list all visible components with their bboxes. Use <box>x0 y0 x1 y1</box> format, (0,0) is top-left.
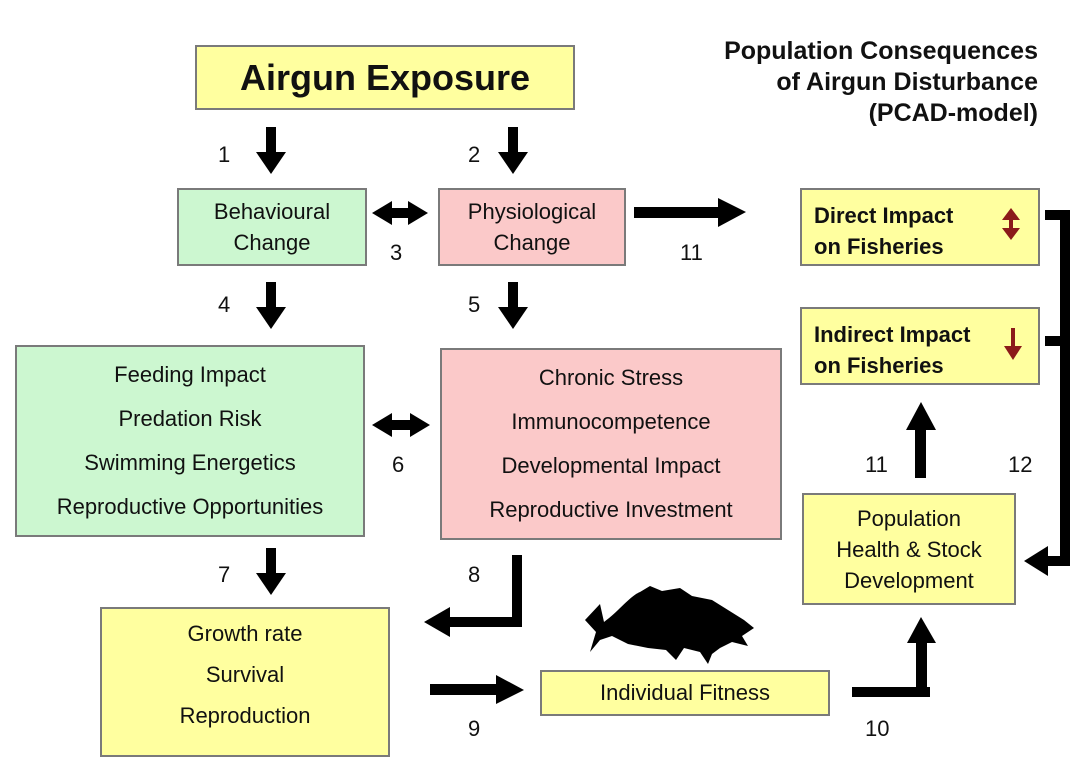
step-number-2: 2 <box>468 142 481 167</box>
indirect-impact-line-2: on Fisheries <box>814 353 944 378</box>
population-box: Population Health & Stock Development <box>802 493 1016 605</box>
arrow-11-right <box>634 198 746 227</box>
arrow-12-bracket <box>1024 210 1070 576</box>
step-number-4: 4 <box>218 292 231 317</box>
behavioural-line-1: Behavioural <box>213 199 331 224</box>
reproductive-investment: Reproductive Investment <box>489 497 733 522</box>
arrow-6-bidirectional <box>372 413 430 437</box>
arrow-8-elbow <box>424 555 522 637</box>
airgun-exposure-box: Airgun Exposure <box>195 45 575 110</box>
direct-impact-line-1: Direct Impact <box>814 203 954 228</box>
title-line-3: (PCAD-model) <box>868 99 1038 127</box>
indirect-impact-box: Indirect Impact on Fisheries <box>800 307 1040 385</box>
arrow-3-bidirectional <box>372 201 428 225</box>
individual-fitness-box: Individual Fitness <box>540 670 830 716</box>
chronic-stress: Chronic Stress <box>538 365 684 390</box>
diagram-title: Population Consequences of Airgun Distur… <box>724 36 1038 129</box>
step-number-1: 1 <box>218 142 231 167</box>
indirect-impact-down-icon <box>1004 328 1022 360</box>
arrow-4-down <box>256 282 286 329</box>
swimming-energetics: Swimming Energetics <box>84 450 296 475</box>
step-number-7: 7 <box>218 562 231 587</box>
arrow-7-down <box>256 548 286 595</box>
step-number-10: 10 <box>865 716 890 741</box>
step-number-11-mid: 11 <box>865 452 888 477</box>
survival: Survival <box>205 661 285 687</box>
developmental-impact: Developmental Impact <box>501 453 721 478</box>
behavioural-line-2: Change <box>233 230 311 255</box>
arrow-10-elbow <box>852 617 936 697</box>
reproductive-opportunities: Reproductive Opportunities <box>56 494 324 519</box>
physiological-line-2: Change <box>493 230 571 255</box>
direct-impact-box: Direct Impact on Fisheries <box>800 188 1040 266</box>
title-line-1: Population Consequences <box>724 37 1038 65</box>
direct-impact-line-2: on Fisheries <box>814 234 944 259</box>
physiological-effects-box: Chronic Stress Immunocompetence Developm… <box>440 348 782 540</box>
step-number-6: 6 <box>392 452 405 477</box>
title-line-2: of Airgun Disturbance <box>776 68 1038 96</box>
fish-silhouette-icon <box>585 586 754 664</box>
arrow-11-up <box>906 402 936 478</box>
step-number-12: 12 <box>1008 452 1033 477</box>
individual-fitness-label: Individual Fitness <box>600 680 770 705</box>
arrow-2-down <box>498 127 528 174</box>
growth-rate: Growth rate <box>187 620 303 646</box>
predation-risk: Predation Risk <box>118 406 262 431</box>
feeding-impact: Feeding Impact <box>114 362 266 387</box>
airgun-exposure-label: Airgun Exposure <box>239 56 531 98</box>
step-number-11-top: 11 <box>680 240 703 265</box>
physiological-line-1: Physiological <box>467 199 597 224</box>
reproduction: Reproduction <box>179 703 311 729</box>
behavioural-effects-box: Feeding Impact Predation Risk Swimming E… <box>15 345 365 537</box>
population-line-2: Health & Stock <box>836 536 982 562</box>
step-number-3: 3 <box>390 240 403 265</box>
direct-impact-updown-icon <box>1002 208 1020 240</box>
arrow-5-down <box>498 282 528 329</box>
step-number-8: 8 <box>468 562 481 587</box>
arrow-1-down <box>256 127 286 174</box>
behavioural-change-box: Behavioural Change <box>177 188 367 266</box>
step-number-9: 9 <box>468 716 481 741</box>
indirect-impact-line-1: Indirect Impact <box>814 322 971 347</box>
arrow-9-right <box>430 675 524 704</box>
population-line-3: Development <box>844 567 974 593</box>
growth-survival-box: Growth rate Survival Reproduction <box>100 607 390 757</box>
step-number-5: 5 <box>468 292 481 317</box>
immunocompetence: Immunocompetence <box>511 409 711 434</box>
population-line-1: Population <box>857 505 961 531</box>
physiological-change-box: Physiological Change <box>438 188 626 266</box>
